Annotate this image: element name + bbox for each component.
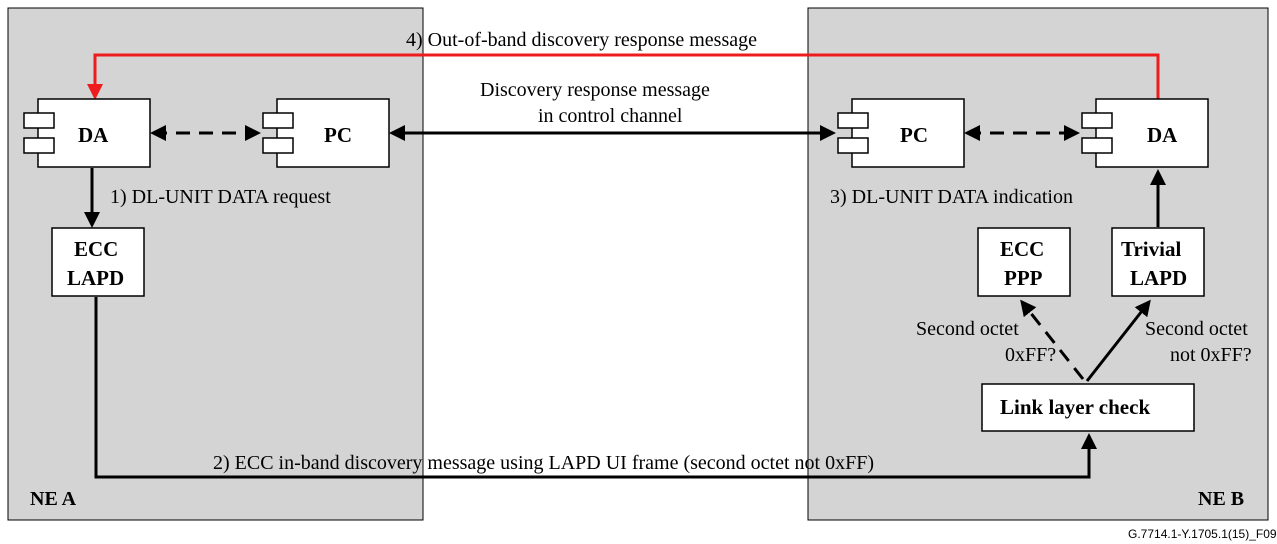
ne-b-label: NE B: [1198, 488, 1244, 510]
figure-id: G.7714.1-Y.1705.1(15)_F09: [1128, 527, 1277, 541]
pc-left-label: PC: [324, 123, 352, 147]
ecc-ppp-label-2: PPP: [1004, 266, 1043, 290]
ne-a-label: NE A: [30, 488, 77, 510]
ecc-ppp-label-1: ECC: [1000, 237, 1044, 261]
oob-response-arrow: [87, 53, 1160, 100]
pc-left-box: PC: [262, 98, 390, 168]
second-octet-ff-label-1: Second octet: [916, 318, 1019, 340]
pc-right-box: PC: [837, 98, 965, 168]
trivial-lapd-label-1: Trivial: [1121, 237, 1181, 261]
step2-label: 2) ECC in-band discovery message using L…: [213, 452, 874, 474]
link-layer-check-box: Link layer check: [981, 383, 1195, 432]
da-left-box: DA: [23, 98, 151, 168]
ecc-lapd-box: ECC LAPD: [51, 227, 145, 297]
link-layer-check-label: Link layer check: [1000, 395, 1150, 419]
da-left-label: DA: [78, 123, 109, 147]
control-channel-label-1: Discovery response message: [480, 79, 710, 101]
ecc-ppp-box: ECC PPP: [977, 227, 1071, 297]
second-octet-ff-label-2: 0xFF?: [1005, 344, 1056, 366]
trivial-lapd-box: Trivial LAPD: [1111, 227, 1205, 297]
branch-ecc-ppp-arrow: [1020, 299, 1085, 380]
step4-label: 4) Out-of-band discovery response messag…: [406, 29, 757, 51]
step3-label: 3) DL-UNIT DATA indication: [830, 186, 1073, 208]
second-octet-not-ff-label-2: not 0xFF?: [1170, 344, 1252, 366]
da-right-label: DA: [1147, 123, 1178, 147]
step2-arrow: [94, 297, 1097, 479]
pc-right-label: PC: [900, 123, 928, 147]
control-channel-label-2: in control channel: [538, 105, 683, 127]
second-octet-not-ff-label-1: Second octet: [1145, 318, 1248, 340]
step1-label: 1) DL-UNIT DATA request: [110, 186, 331, 208]
ecc-lapd-label-1: ECC: [74, 237, 118, 261]
branch-trivial-lapd-arrow: [1085, 299, 1151, 382]
da-right-box: DA: [1081, 98, 1209, 168]
ecc-lapd-label-2: LAPD: [67, 266, 124, 290]
trivial-lapd-label-2: LAPD: [1130, 266, 1187, 290]
